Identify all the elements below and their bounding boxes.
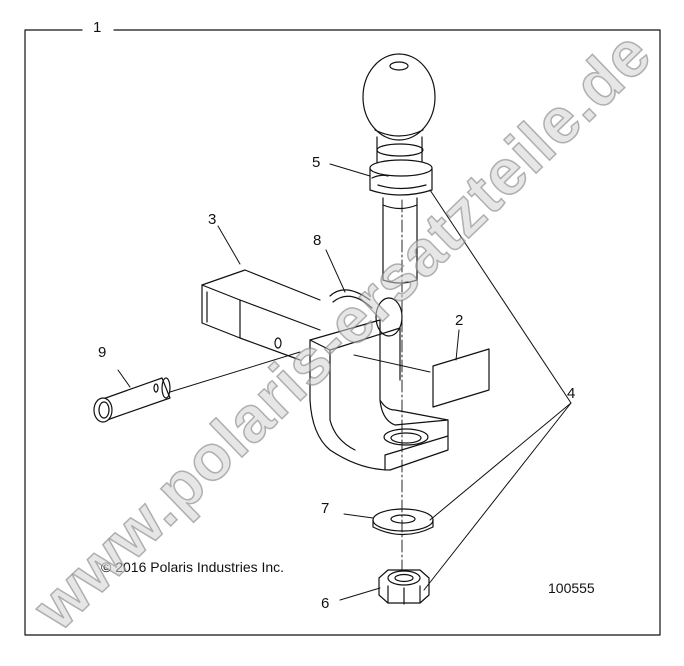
washer xyxy=(372,508,434,536)
callout-7: 7 xyxy=(321,500,330,517)
callout-9: 9 xyxy=(98,344,107,361)
hitch-ball xyxy=(362,53,436,284)
receiver-tube xyxy=(201,269,321,361)
callout-3: 3 xyxy=(208,211,217,228)
callout-6: 6 xyxy=(321,595,330,612)
callout-4: 4 xyxy=(567,385,576,402)
decal xyxy=(432,348,490,408)
lock-nut xyxy=(378,569,430,605)
callout-5: 5 xyxy=(312,154,321,171)
copyright-text: © 2016 Polaris Industries Inc. xyxy=(101,559,285,575)
part-number: 100555 xyxy=(548,580,595,596)
hitch-pin xyxy=(93,377,171,423)
frame-border xyxy=(24,29,661,636)
callout-8: 8 xyxy=(313,232,322,249)
leader-lines xyxy=(117,163,572,601)
ball-mount xyxy=(309,319,449,471)
callout-2: 2 xyxy=(455,312,464,329)
callout-1: 1 xyxy=(93,19,102,36)
